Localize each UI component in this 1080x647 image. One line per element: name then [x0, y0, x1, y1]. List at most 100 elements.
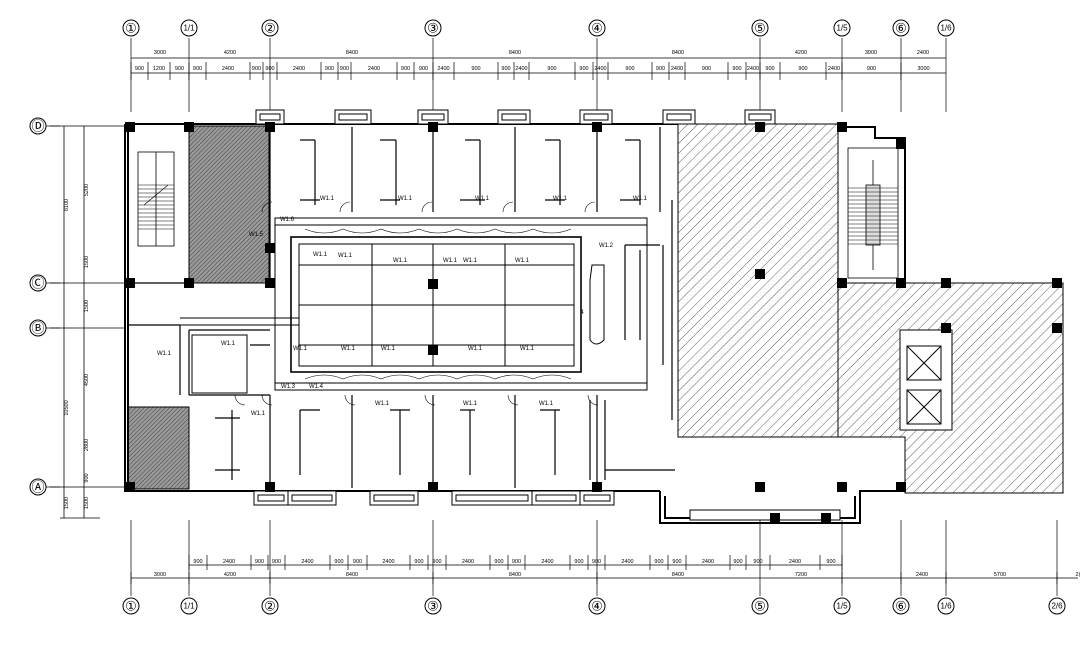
dim-bottom-outer-8: 2( [1076, 572, 1080, 578]
dim-bottom-inner-4: 2400 [301, 559, 313, 565]
axis-bottom-9: 2/6 [1051, 602, 1063, 611]
dim-top-inner-29: 900 [867, 66, 876, 72]
axis-top-7: ⑥ [895, 21, 907, 36]
dim-bottom-inner-8: 900 [414, 559, 423, 565]
wall-label-13: W1.1 [313, 252, 328, 258]
column-13 [896, 278, 906, 288]
dim-top-inner-4: 2400 [222, 66, 234, 72]
column-16 [941, 323, 951, 333]
dim-top-inner-28: 2400 [828, 66, 840, 72]
column-15 [1052, 278, 1062, 288]
wall-label-14: W1.1 [443, 258, 458, 264]
wall-label-6: W1.1 [393, 258, 408, 264]
axis-bottom-4-circle [588, 597, 606, 615]
window-bottom-sash-2 [373, 494, 415, 502]
dim-top-inner-20: 900 [625, 66, 634, 72]
wall-label-20: W1.1 [251, 411, 266, 417]
top-dimension-lines [131, 57, 946, 74]
dim-bottom-inner-7: 2400 [382, 559, 394, 565]
axis-bottom-6-circle [833, 597, 851, 615]
door-swing-3 [584, 201, 596, 213]
dim-top-outer-1: 4200 [224, 50, 236, 56]
axis-left-0: Ⓓ [31, 119, 44, 134]
dim-top-inner-24: 900 [732, 66, 741, 72]
dim-bottom-outer-3: 8400 [509, 572, 521, 578]
wall-label-12: W1.1 [520, 346, 535, 352]
axis-left-1: Ⓒ [31, 276, 44, 291]
dim-left-outer-2: 1500 [64, 497, 70, 509]
dim-bottom-inner-20: 900 [733, 559, 742, 565]
axis-bottom-0: ① [125, 599, 137, 614]
dim-top-inner-8: 900 [325, 66, 334, 72]
axis-bottom-8: 1/6 [940, 602, 952, 611]
axis-bottom-7-circle [892, 597, 910, 615]
axis-bottom-5: ⑤ [754, 599, 766, 614]
wall-label-18: W1.1 [157, 351, 172, 357]
axis-top-4: ④ [591, 21, 603, 36]
dim-bottom-outer-0: 3000 [154, 572, 166, 578]
dim-bottom-inner-2: 900 [255, 559, 264, 565]
dim-bottom-outer-2: 8400 [346, 572, 358, 578]
column-25 [770, 513, 780, 523]
dim-bottom-outer-1: 4200 [224, 572, 236, 578]
small-room-wc [191, 334, 248, 394]
dim-top-outer-2: 8400 [346, 50, 358, 56]
dim-bottom-inner-14: 900 [574, 559, 583, 565]
wall-label-10: W1.1 [381, 346, 396, 352]
axis-top-7-circle [892, 19, 910, 37]
dim-left-inner-0: 5200 [84, 184, 90, 196]
axis-top-6: 1/5 [836, 24, 848, 33]
column-11 [755, 269, 765, 279]
door-swing-5 [344, 394, 356, 406]
dim-bottom-inner-17: 900 [654, 559, 663, 565]
column-22 [755, 482, 765, 492]
wall-label-16: W1.1 [463, 401, 478, 407]
elevator-shafts [899, 329, 953, 431]
window-top-sash-1 [338, 113, 368, 121]
axis-top-8: 1/6 [940, 24, 952, 33]
central-core [290, 228, 582, 380]
axis-bottom-1: 1/1 [183, 602, 195, 611]
dim-bottom-inner-19: 2400 [702, 559, 714, 565]
column-2 [265, 122, 275, 132]
window-top-sash-5 [666, 113, 692, 121]
axis-top-3-circle [424, 19, 442, 37]
dim-bottom-outer-6: 2400 [916, 572, 928, 578]
left-dimension-lines [50, 125, 125, 519]
dim-top-outer-4: 8400 [672, 50, 684, 56]
axis-top-5: ⑤ [754, 21, 766, 36]
dim-top-inner-13: 2400 [437, 66, 449, 72]
dim-top-inner-18: 900 [579, 66, 588, 72]
column-29 [428, 345, 438, 355]
column-14 [941, 278, 951, 288]
dim-left-outer-0: 8100 [64, 199, 70, 211]
dim-top-inner-1: 1200 [153, 66, 165, 72]
dim-bottom-outer-5: 7200 [795, 572, 807, 578]
interior-partitions [128, 127, 675, 488]
top-inner-dimensions: 900 1200 900 900 2400 900 900 2400 900 900 2400 900… [130, 62, 930, 80]
hatched-zone-east [677, 123, 839, 438]
door-swing-8 [587, 394, 599, 406]
window-bottom-bay [689, 509, 841, 521]
dim-top-inner-19: 2400 [594, 66, 606, 72]
dim-bottom-inner-23: 900 [826, 559, 835, 565]
axis-top-1-circle [180, 19, 198, 37]
column-5 [755, 122, 765, 132]
column-28 [428, 279, 438, 289]
dim-top-inner-5: 900 [252, 66, 261, 72]
dim-top-inner-27: 900 [798, 66, 807, 72]
wall-label-0: W1.1 [320, 196, 335, 202]
window-bays-bottom [253, 490, 841, 521]
column-1 [184, 122, 194, 132]
axis-top-3: ③ [427, 21, 439, 36]
axis-bottom-1-circle [180, 597, 198, 615]
dim-bottom-inner-12: 900 [512, 559, 521, 565]
window-bottom-sash-4 [535, 494, 577, 502]
wall-label-8: W1.1 [515, 258, 530, 264]
wall-label-25: W1.5 [249, 232, 264, 238]
column-3 [428, 122, 438, 132]
dim-top-inner-9: 900 [340, 66, 349, 72]
wall-label-9: W1.1 [341, 346, 356, 352]
